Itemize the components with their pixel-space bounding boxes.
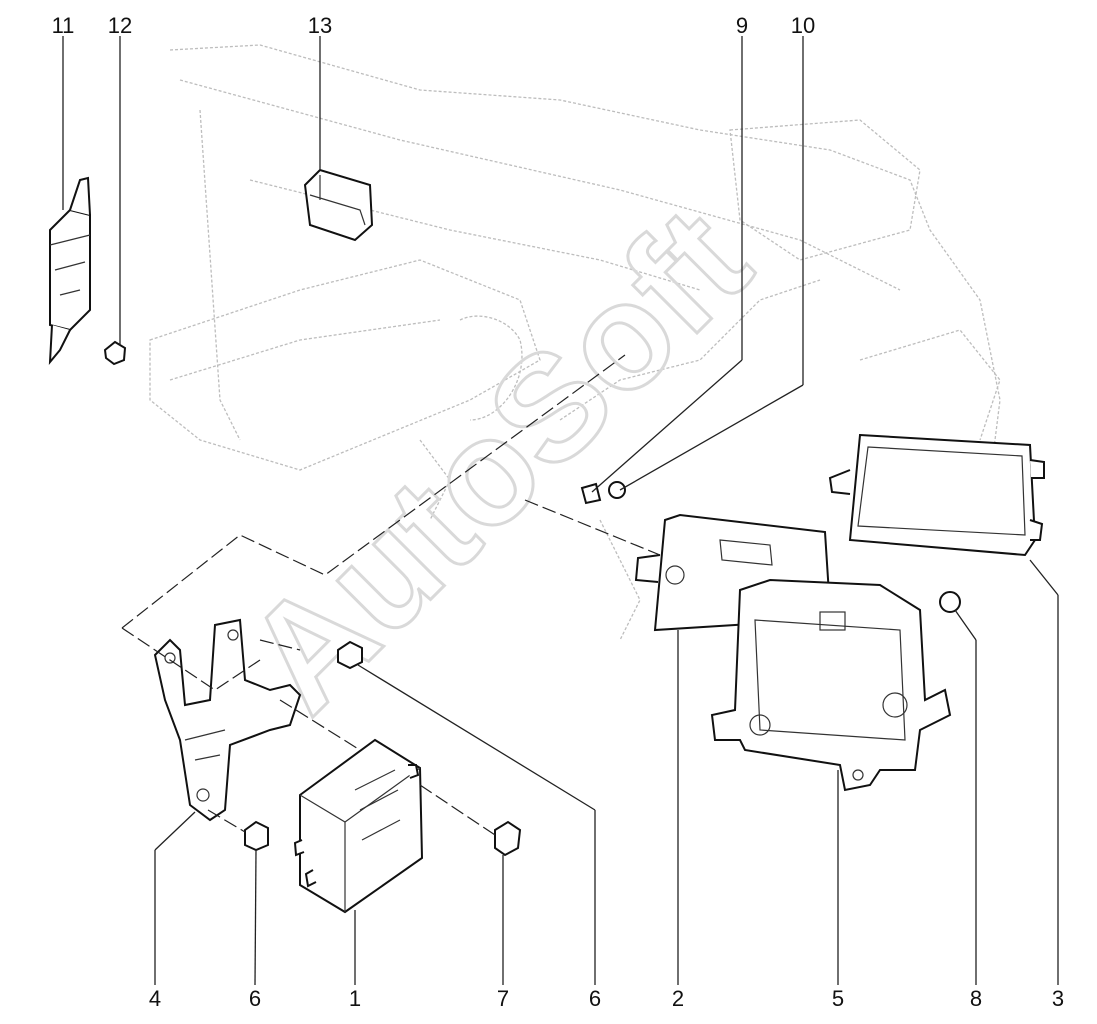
callout-9: 9 [736,13,748,38]
callout-7: 7 [497,986,509,1011]
part-7-screw [494,820,522,857]
part-6-nut-a [337,640,363,670]
callout-2: 2 [672,986,684,1011]
part-1-module [293,738,424,914]
callout-12: 12 [108,13,132,38]
part-13-module [303,168,374,242]
callout-5: 5 [832,986,844,1011]
callout-8: 8 [970,986,982,1011]
part-3-control-unit [828,433,1045,557]
part-6-nut-b [244,820,269,852]
callout-6-right: 6 [589,986,601,1011]
watermark-text: AutoSoft [214,176,780,742]
callout-11: 11 [52,13,75,38]
part-12-screw [103,340,127,366]
part-10-clip [608,481,626,499]
leader-lines [62,36,1059,986]
callout-1: 1 [349,986,361,1011]
callout-13: 13 [308,13,332,38]
callout-10: 10 [791,13,815,38]
callout-3: 3 [1052,986,1064,1011]
dashboard-background [149,44,1001,641]
part-4-bracket [153,618,302,822]
callout-4: 4 [149,986,161,1011]
callout-6-left: 6 [249,986,261,1011]
part-8-nut [939,591,961,613]
part-5-bracket [710,578,952,792]
dashed-assembly-lines [121,354,661,836]
part-11-sensor [48,176,91,365]
